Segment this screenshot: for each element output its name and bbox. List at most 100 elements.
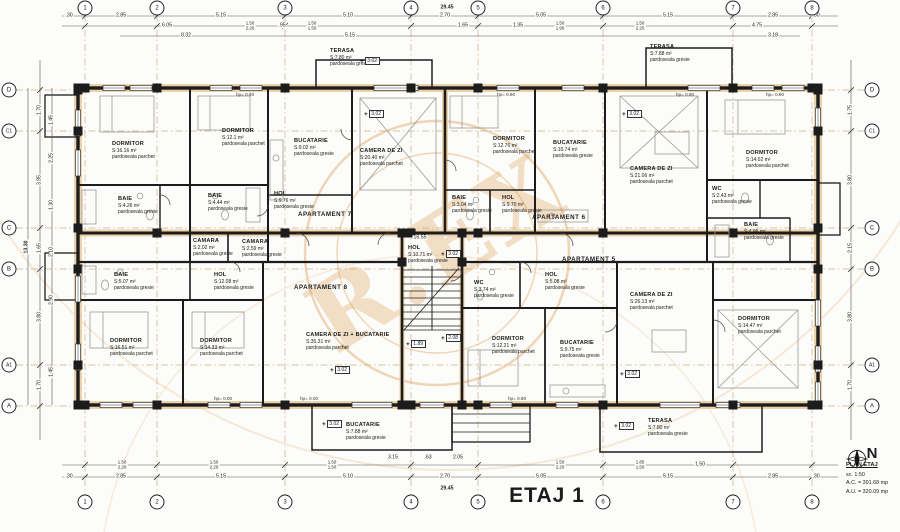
dimension-label: 1.30 xyxy=(48,198,55,212)
dimension-label: 3.80 xyxy=(36,310,43,324)
grid-bubble: 8 xyxy=(804,0,820,16)
grid-bubble: D xyxy=(1,82,17,98)
grid-bubble: 6 xyxy=(595,494,611,510)
dimension-label: .30 xyxy=(811,12,821,19)
dimension-label: 1.50 xyxy=(693,461,707,468)
dimension-label: 5.15 xyxy=(661,12,675,19)
elevation-marker: +2.08 xyxy=(441,334,461,342)
usable-area: A.U. = 320.09 mp xyxy=(846,489,889,496)
dimension-label: 2.15 xyxy=(847,241,854,255)
dimension-label: 5.10 xyxy=(341,473,355,480)
grid-bubble: 2 xyxy=(149,0,165,16)
dimension-label: 3.18 xyxy=(766,32,780,39)
grid-bubble: C1 xyxy=(864,123,880,139)
dimension-label: 2.85 xyxy=(766,12,780,19)
dimension-label: 3.15 xyxy=(386,454,400,461)
grid-bubble: A xyxy=(1,398,17,414)
grid-bubble: B xyxy=(864,261,880,277)
dimension-label: .95 xyxy=(277,22,287,29)
dimension-label: 2.70 xyxy=(438,473,452,480)
grid-bubble: B xyxy=(1,261,17,277)
grid-bubble: A xyxy=(864,398,880,414)
dimension-label: 8.32 xyxy=(179,32,193,39)
grid-bubble: A1 xyxy=(1,357,17,373)
grid-bubble: 7 xyxy=(725,0,741,16)
dimension-label: 3.95 xyxy=(36,173,43,187)
north-letter: N xyxy=(866,445,878,462)
apartment-label: APARTAMENT 7 xyxy=(298,211,352,218)
grid-bubble: 1 xyxy=(77,494,93,510)
dimension-label: 1.65 xyxy=(36,241,43,255)
dimension-label: .63 xyxy=(423,454,433,461)
apartment-label: APARTAMENT 6 xyxy=(532,214,586,221)
parapet-height-label: hp= 0.90 xyxy=(236,92,255,97)
dimension-label: 1.75 xyxy=(847,103,854,117)
north-compass-icon xyxy=(846,449,868,469)
parapet-height-label: hp= 0.90 xyxy=(508,396,527,401)
furniture xyxy=(81,95,799,398)
title-block: N PLAN ETAJ sc. 1:50 A.C. = 391.68 mp A.… xyxy=(846,446,898,497)
dimension-label: 1.65 xyxy=(456,22,470,29)
dimension-label: 1.70 xyxy=(36,378,43,392)
plan-scale: sc. 1:50 xyxy=(846,471,865,478)
dimension-label: 4.75 xyxy=(750,22,764,29)
parapet-height-label: hp= 0.90 xyxy=(766,92,785,97)
walls xyxy=(76,86,820,407)
elevation-marker: +3.02 xyxy=(360,57,380,65)
grid-bubble: 1 xyxy=(77,0,93,16)
grid-bubble: 4 xyxy=(403,0,419,16)
grid-bubble: 8 xyxy=(804,494,820,510)
dimension-label: 13.30 xyxy=(23,239,30,255)
dimension-label: 2.25 xyxy=(48,151,55,165)
apartment-label: APARTAMENT 5 xyxy=(562,256,616,263)
dimension-label: 6.05 xyxy=(160,22,174,29)
elevation-marker: +3.02 xyxy=(322,420,342,428)
dimension-label: 5.15 xyxy=(214,12,228,19)
grid-bubble: 5 xyxy=(470,0,486,16)
dimension-label: 5.15 xyxy=(343,32,357,39)
dimension-label: 3.80 xyxy=(847,173,854,187)
grid-bubble: 5 xyxy=(470,494,486,510)
dimension-label: .30 xyxy=(64,473,74,480)
grid-bubble: C xyxy=(1,220,17,236)
dimension-label: 1.45 xyxy=(48,113,55,127)
elevation-marker: +1.89 xyxy=(406,340,426,348)
dimension-label: 16.55 xyxy=(412,234,428,241)
dimension-label: 1.70 xyxy=(36,103,43,117)
doors xyxy=(159,128,726,333)
dimension-label: 2.10 xyxy=(48,245,55,259)
dimension-label: 3.80 xyxy=(847,310,854,324)
apartment-label: APARTAMENT 8 xyxy=(294,284,348,291)
dimension-label: 29.45 xyxy=(439,485,455,492)
elevation-marker: +3.02 xyxy=(364,110,384,118)
dimension-ticks xyxy=(36,12,855,481)
parapet-height-label: hp= 0.00 xyxy=(300,396,319,401)
